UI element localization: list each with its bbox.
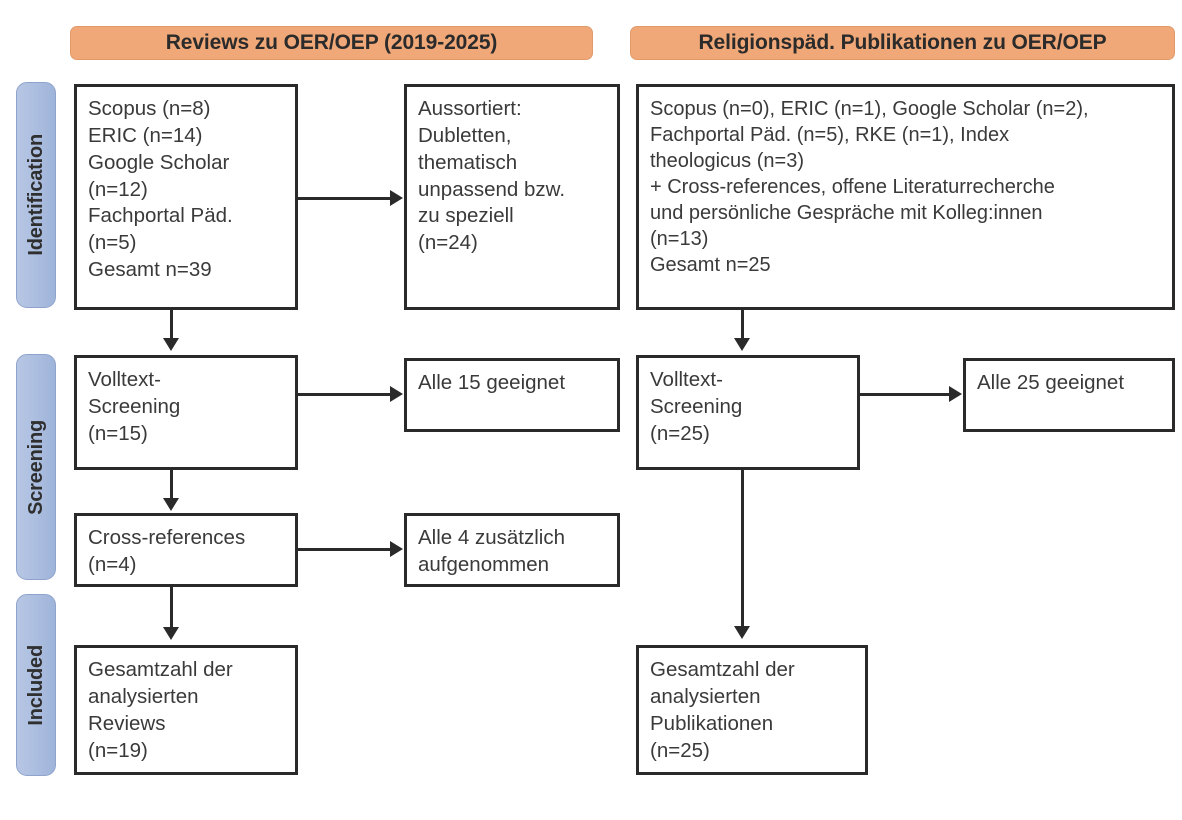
stage-tab-included: Included (16, 594, 56, 776)
box-left-included: Gesamtzahl der analysierten Reviews (n=1… (74, 645, 298, 775)
stage-tab-identification-label: Identification (24, 134, 47, 256)
box-left-screening-result: Alle 15 geeignet (404, 358, 620, 432)
box-right-screening-result: Alle 25 geeignet (963, 358, 1175, 432)
arrow-right-screening-to-result (949, 386, 962, 402)
arrow-right-screening-to-included (734, 626, 750, 639)
stage-tab-included-label: Included (24, 644, 47, 726)
connector-right-screening-to-result (860, 393, 950, 396)
arrow-right-identification-to-screening (734, 338, 750, 351)
box-right-identification: Scopus (n=0), ERIC (n=1), Google Scholar… (636, 84, 1175, 310)
column-header-reviews: Reviews zu OER/OEP (2019-2025) (70, 26, 593, 60)
box-left-screening: Volltext- Screening (n=15) (74, 355, 298, 470)
stage-tab-screening-label: Screening (24, 419, 47, 515)
connector-left-crossrefs-to-result (298, 548, 391, 551)
connector-right-screening-to-included (741, 470, 744, 628)
connector-right-identification-to-screening (741, 310, 744, 340)
box-right-screening: Volltext- Screening (n=25) (636, 355, 860, 470)
box-right-included: Gesamtzahl der analysierten Publikatione… (636, 645, 868, 775)
connector-left-identification-to-screening (170, 310, 173, 340)
box-left-identification: Scopus (n=8) ERIC (n=14) Google Scholar … (74, 84, 298, 310)
box-left-crossrefs-result: Alle 4 zusätzlich aufgenommen (404, 513, 620, 587)
arrow-left-screening-to-result (390, 386, 403, 402)
connector-left-identification-to-excluded (298, 197, 391, 200)
box-left-crossrefs: Cross-references (n=4) (74, 513, 298, 587)
connector-left-screening-to-crossrefs (170, 470, 173, 500)
arrow-left-crossrefs-to-included (163, 627, 179, 640)
stage-tab-identification: Identification (16, 82, 56, 308)
connector-left-crossrefs-to-included (170, 587, 173, 629)
column-header-religionspaedagogik: Religionspäd. Publikationen zu OER/OEP (630, 26, 1175, 60)
arrow-left-crossrefs-to-result (390, 541, 403, 557)
arrow-left-identification-to-screening (163, 338, 179, 351)
arrow-left-screening-to-crossrefs (163, 498, 179, 511)
stage-tab-screening: Screening (16, 354, 56, 580)
box-left-excluded: Aussortiert: Dubletten, thematisch unpas… (404, 84, 620, 310)
arrow-left-identification-to-excluded (390, 190, 403, 206)
connector-left-screening-to-result (298, 393, 391, 396)
